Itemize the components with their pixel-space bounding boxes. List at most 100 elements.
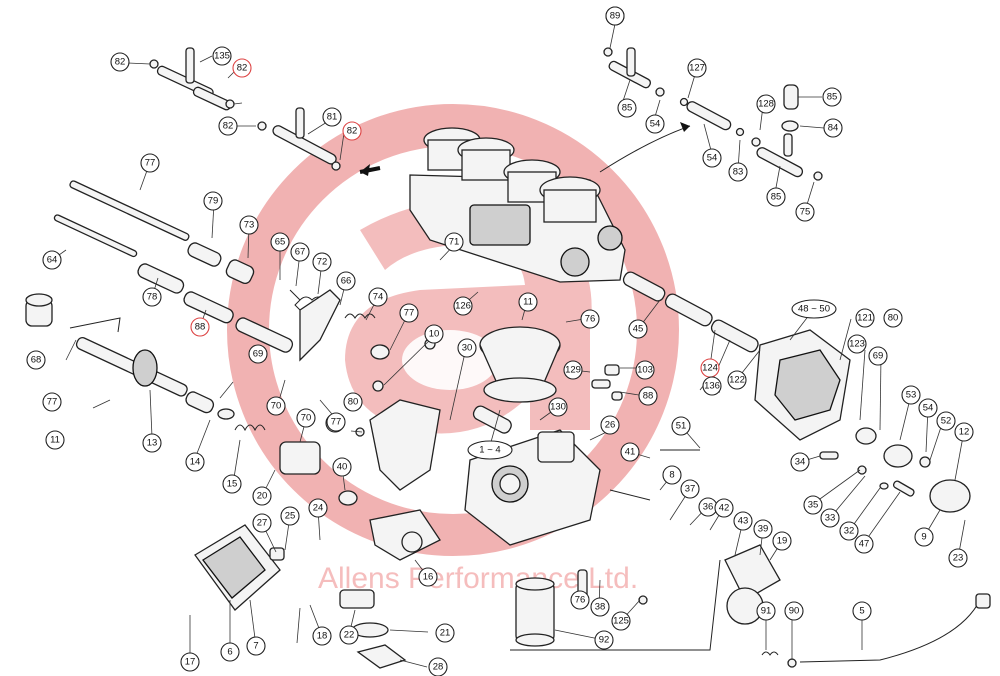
callout-label: 39	[758, 524, 769, 535]
callout-label: 129	[565, 365, 581, 376]
callout-65: 65	[270, 232, 290, 252]
callout-70: 70	[296, 408, 316, 428]
callout-label: 73	[244, 220, 255, 231]
callout-125: 125	[611, 611, 631, 631]
callout-30: 30	[457, 338, 477, 358]
callout-66: 66	[336, 271, 356, 291]
callout-label: 45	[633, 324, 644, 335]
callout-40: 40	[332, 457, 352, 477]
callout-5: 5	[852, 601, 872, 621]
callout-label: 75	[800, 207, 811, 218]
callout-123: 123	[847, 334, 867, 354]
callout-8: 8	[662, 465, 682, 485]
callout-124: 124	[700, 358, 720, 378]
callout-label: 21	[440, 628, 451, 639]
callout-77: 77	[42, 392, 62, 412]
callout-label: 71	[449, 237, 460, 248]
callout-label: 13	[147, 438, 158, 449]
callout-label: 82	[347, 126, 358, 137]
callout-17: 17	[180, 652, 200, 672]
callout-label: 77	[331, 417, 342, 428]
callout-label: 66	[341, 276, 352, 287]
callout-label: 40	[337, 462, 348, 473]
callout-label: 34	[795, 457, 806, 468]
callout-89: 89	[605, 6, 625, 26]
callout-label: 125	[613, 616, 629, 627]
callout-70: 70	[266, 396, 286, 416]
callout-layer: 8513582828281828985541278512884548385757…	[26, 6, 974, 676]
callout-label: 35	[808, 500, 819, 511]
callout-label: 135	[214, 51, 230, 62]
callout-88: 88	[190, 317, 210, 337]
callout-label: 77	[145, 158, 156, 169]
callout-6: 6	[220, 642, 240, 662]
callout-label: 17	[185, 657, 196, 668]
callout-76: 76	[580, 309, 600, 329]
callout-label: 25	[285, 511, 296, 522]
callout-label: 6	[227, 647, 232, 658]
callout-26: 26	[600, 415, 620, 435]
callout-78: 78	[142, 287, 162, 307]
callout-92: 92	[594, 630, 614, 650]
callout-label: 80	[888, 313, 899, 324]
callout-label: 80	[348, 397, 359, 408]
callout-label: 127	[689, 63, 705, 74]
callout-85: 85	[617, 98, 637, 118]
callout-label: 10	[429, 329, 440, 340]
callout-82: 82	[110, 52, 130, 72]
callout-label: 136	[704, 381, 720, 392]
callout-label: 82	[223, 121, 234, 132]
callout-label: 65	[275, 237, 286, 248]
callout-74: 74	[368, 287, 388, 307]
upper-left-fittings	[149, 47, 381, 176]
callout-53: 53	[901, 385, 921, 405]
callout-77: 77	[399, 303, 419, 323]
callout-82: 82	[218, 116, 238, 136]
callout-label: 84	[828, 123, 839, 134]
callout-130: 130	[548, 397, 568, 417]
callout-81: 81	[322, 107, 342, 127]
callout-103: 103	[635, 360, 655, 380]
callout-label: 41	[625, 447, 636, 458]
callout-label: 85	[771, 192, 782, 203]
callout-77: 77	[326, 412, 346, 432]
float-bowl-assembly	[754, 329, 971, 513]
callout-label: 128	[758, 99, 774, 110]
callout-71: 71	[444, 232, 464, 252]
callout-51: 51	[671, 416, 691, 436]
upper-right-fittings	[599, 47, 823, 181]
callout-21: 21	[435, 623, 455, 643]
callout-85: 85	[766, 187, 786, 207]
callout-82: 82	[342, 121, 362, 141]
callout-label: 11	[523, 297, 533, 308]
callout-label: 53	[906, 390, 917, 401]
callout-label: 121	[857, 313, 873, 324]
callout-24: 24	[308, 498, 328, 518]
callout-label: 69	[873, 351, 884, 362]
callout-43: 43	[733, 511, 753, 531]
callout-label: 91	[761, 606, 772, 617]
callout-label: 124	[702, 363, 718, 374]
callout-41: 41	[620, 442, 640, 462]
callout-label: 8	[669, 470, 674, 481]
lower-parts	[194, 509, 991, 669]
callout-15: 15	[222, 474, 242, 494]
callout-label: 92	[599, 635, 610, 646]
callout-label: 16	[423, 572, 434, 583]
callout-36: 36	[698, 497, 718, 517]
callout-label: 90	[789, 606, 800, 617]
callout-label: 122	[729, 375, 745, 386]
callout-label: 88	[195, 322, 206, 333]
callout-label: 12	[959, 427, 970, 438]
callout-83: 83	[728, 162, 748, 182]
callout-label: 5	[859, 606, 864, 617]
callout-47: 47	[854, 534, 874, 554]
callout-54: 54	[918, 398, 938, 418]
callout-42: 42	[714, 498, 734, 518]
callout-34: 34	[790, 452, 810, 472]
callout-13: 13	[142, 433, 162, 453]
callout-label: 70	[301, 413, 312, 424]
callout-label: 81	[327, 112, 338, 123]
callout-label: 11	[50, 435, 60, 446]
callout-27: 27	[252, 513, 272, 533]
